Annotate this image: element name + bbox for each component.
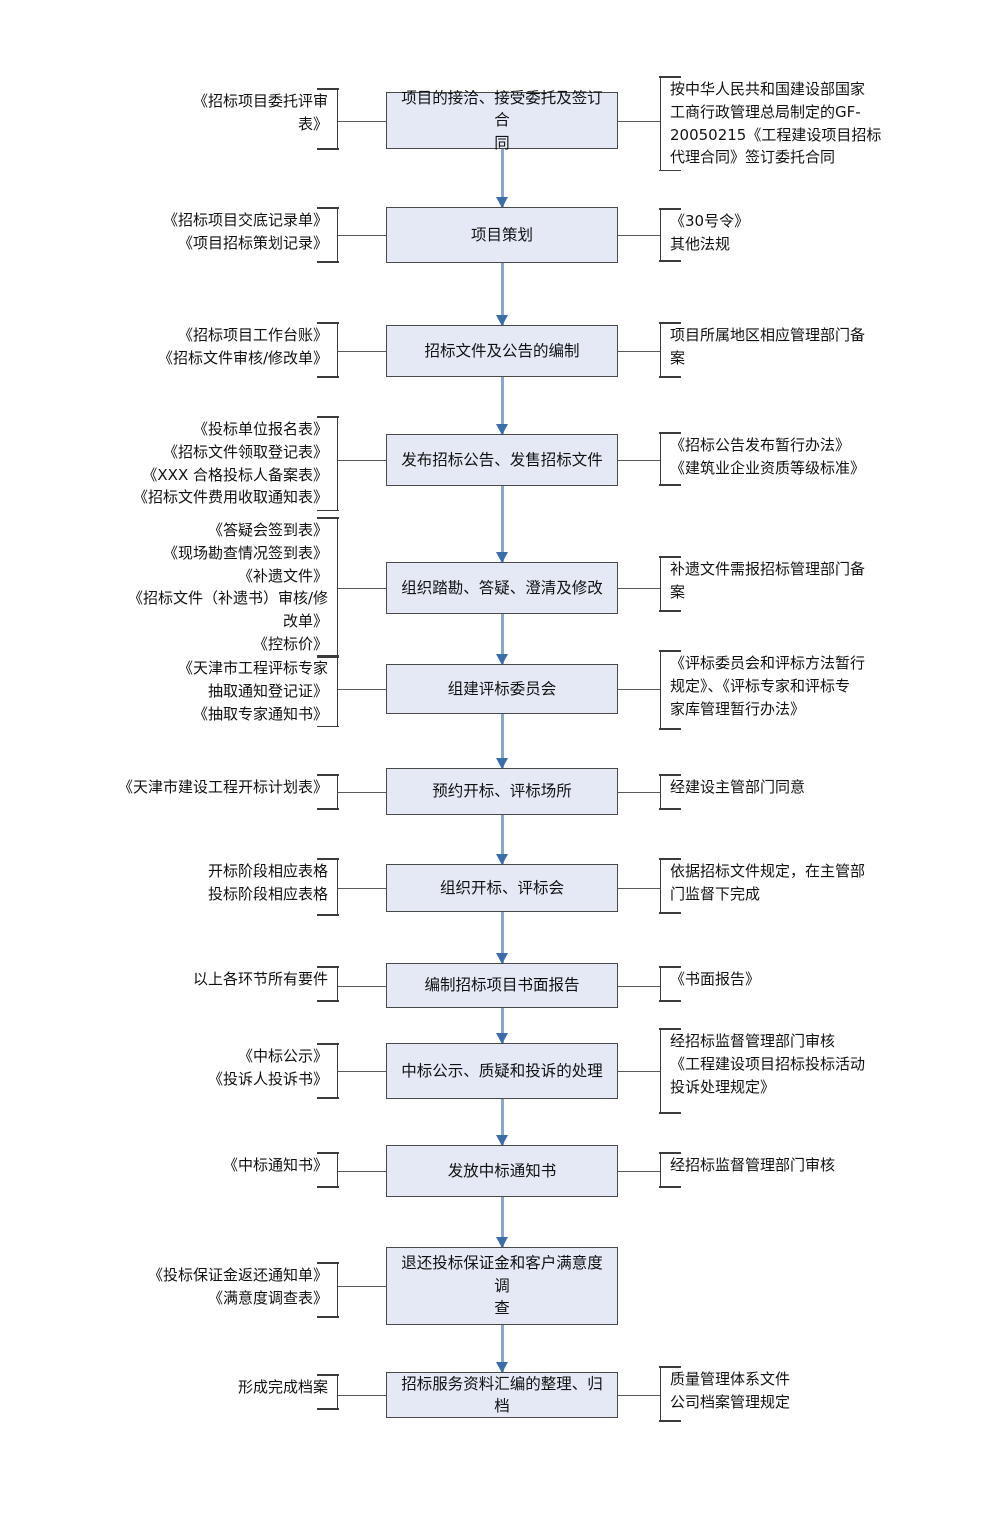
connector-right-13 — [618, 1395, 660, 1397]
connector-left-10 — [338, 1071, 386, 1073]
left-annotation-7: 《天津市建设工程开标计划表》 — [60, 774, 339, 810]
arrowhead-icon-12 — [496, 1362, 508, 1373]
left-annotation-11: 《中标通知书》 — [60, 1152, 339, 1188]
right-annotation-6: 《评标委员会和评标方法暂行 规定》、《评标专家和评标专 家库管理暂行办法》 — [659, 650, 940, 730]
connector-left-3 — [338, 351, 386, 353]
arrowhead-icon-3 — [496, 424, 508, 435]
connector-left-8 — [338, 888, 386, 890]
process-box-7[interactable]: 预约开标、评标场所 — [386, 768, 618, 815]
left-annotation-4: 《投标单位报名表》 《招标文件领取登记表》 《XXX 合格投标人备案表》 《招标… — [60, 416, 339, 512]
connector-left-9 — [338, 986, 386, 988]
flow-arrow-11 — [496, 1197, 508, 1248]
process-box-5[interactable]: 组织踏勘、答疑、澄清及修改 — [386, 562, 618, 614]
process-box-3[interactable]: 招标文件及公告的编制 — [386, 325, 618, 377]
flow-arrow-4 — [496, 486, 508, 563]
left-annotation-3: 《招标项目工作台账》 《招标文件审核/修改单》 — [60, 322, 339, 378]
flow-arrow-10 — [496, 1099, 508, 1146]
arrowhead-icon-2 — [496, 315, 508, 326]
flow-arrow-5 — [496, 614, 508, 665]
process-box-2[interactable]: 项目策划 — [386, 207, 618, 263]
arrowhead-icon-10 — [496, 1135, 508, 1146]
flow-arrow-8 — [496, 912, 508, 964]
connector-left-1 — [338, 121, 386, 123]
process-box-9[interactable]: 编制招标项目书面报告 — [386, 963, 618, 1008]
arrowhead-icon-4 — [496, 552, 508, 563]
left-annotation-9: 以上各环节所有要件 — [60, 966, 339, 1002]
right-annotation-7: 经建设主管部门同意 — [659, 774, 940, 810]
connector-right-11 — [618, 1171, 660, 1173]
process-box-1[interactable]: 项目的接洽、接受委托及签订合 同 — [386, 89, 618, 152]
left-annotation-5: 《答疑会签到表》 《现场勘查情况签到表》 《补遗文件》 《招标文件（补遗书）审核… — [60, 517, 339, 658]
left-annotation-10: 《中标公示》 《投诉人投诉书》 — [60, 1043, 339, 1099]
right-annotation-8: 依据招标文件规定，在主管部 门监督下完成 — [659, 858, 940, 914]
process-box-6[interactable]: 组建评标委员会 — [386, 664, 618, 714]
right-annotation-9: 《书面报告》 — [659, 966, 940, 1002]
left-annotation-6: 《天津市工程评标专家 抽取通知登记证》 《抽取专家通知书》 — [60, 655, 339, 728]
connector-left-6 — [338, 689, 386, 691]
arrowhead-icon-5 — [496, 654, 508, 665]
process-box-13[interactable]: 招标服务资料汇编的整理、归档 — [386, 1372, 618, 1418]
arrowhead-icon-9 — [496, 1033, 508, 1044]
flow-arrow-12 — [496, 1325, 508, 1373]
connector-right-5 — [618, 588, 660, 590]
process-box-11[interactable]: 发放中标通知书 — [386, 1145, 618, 1197]
flow-arrow-1 — [496, 149, 508, 208]
flow-arrow-9 — [496, 1008, 508, 1044]
flow-arrow-6 — [496, 714, 508, 769]
arrowhead-icon-1 — [496, 197, 508, 208]
right-annotation-11: 经招标监督管理部门审核 — [659, 1152, 940, 1188]
flow-arrow-2 — [496, 263, 508, 326]
connector-left-7 — [338, 792, 386, 794]
connector-right-10 — [618, 1071, 660, 1073]
connector-left-12 — [338, 1286, 386, 1288]
connector-left-2 — [338, 235, 386, 237]
connector-left-5 — [338, 588, 386, 590]
connector-right-2 — [618, 235, 660, 237]
right-annotation-1: 按中华人民共和国建设部国家 工商行政管理总局制定的GF- 20050215《工程… — [659, 76, 940, 172]
left-annotation-13: 形成完成档案 — [60, 1374, 339, 1410]
arrowhead-icon-11 — [496, 1237, 508, 1248]
right-annotation-3: 项目所属地区相应管理部门备 案 — [659, 322, 940, 378]
right-annotation-10: 经招标监督管理部门审核 《工程建设项目招标投标活动 投诉处理规定》 — [659, 1028, 940, 1114]
connector-right-3 — [618, 351, 660, 353]
connector-right-9 — [618, 986, 660, 988]
connector-right-7 — [618, 792, 660, 794]
arrowhead-icon-7 — [496, 854, 508, 865]
connector-right-1 — [618, 121, 660, 123]
connector-right-8 — [618, 888, 660, 890]
connector-right-6 — [618, 689, 660, 691]
process-box-10[interactable]: 中标公示、质疑和投诉的处理 — [386, 1043, 618, 1099]
left-annotation-2: 《招标项目交底记录单》 《项目招标策划记录》 — [60, 207, 339, 263]
arrowhead-icon-6 — [496, 758, 508, 769]
process-box-12[interactable]: 退还投标保证金和客户满意度调 查 — [386, 1247, 618, 1325]
left-annotation-8: 开标阶段相应表格 投标阶段相应表格 — [60, 858, 339, 916]
right-annotation-4: 《招标公告发布暂行办法》 《建筑业企业资质等级标准》 — [659, 432, 940, 486]
arrowhead-icon-8 — [496, 953, 508, 964]
flow-arrow-7 — [496, 815, 508, 865]
right-annotation-2: 《30号令》 其他法规 — [659, 208, 940, 262]
connector-right-4 — [618, 460, 660, 462]
connector-left-4 — [338, 460, 386, 462]
right-annotation-13: 质量管理体系文件 公司档案管理规定 — [659, 1366, 940, 1422]
process-box-8[interactable]: 组织开标、评标会 — [386, 864, 618, 912]
process-box-4[interactable]: 发布招标公告、发售招标文件 — [386, 434, 618, 486]
flow-arrow-3 — [496, 377, 508, 435]
right-annotation-5: 补遗文件需报招标管理部门备 案 — [659, 556, 940, 612]
left-annotation-12: 《投标保证金返还通知单》 《满意度调查表》 — [60, 1262, 339, 1318]
connector-left-13 — [338, 1395, 386, 1397]
left-annotation-1: 《招标项目委托评审 表》 — [60, 88, 339, 150]
connector-left-11 — [338, 1171, 386, 1173]
